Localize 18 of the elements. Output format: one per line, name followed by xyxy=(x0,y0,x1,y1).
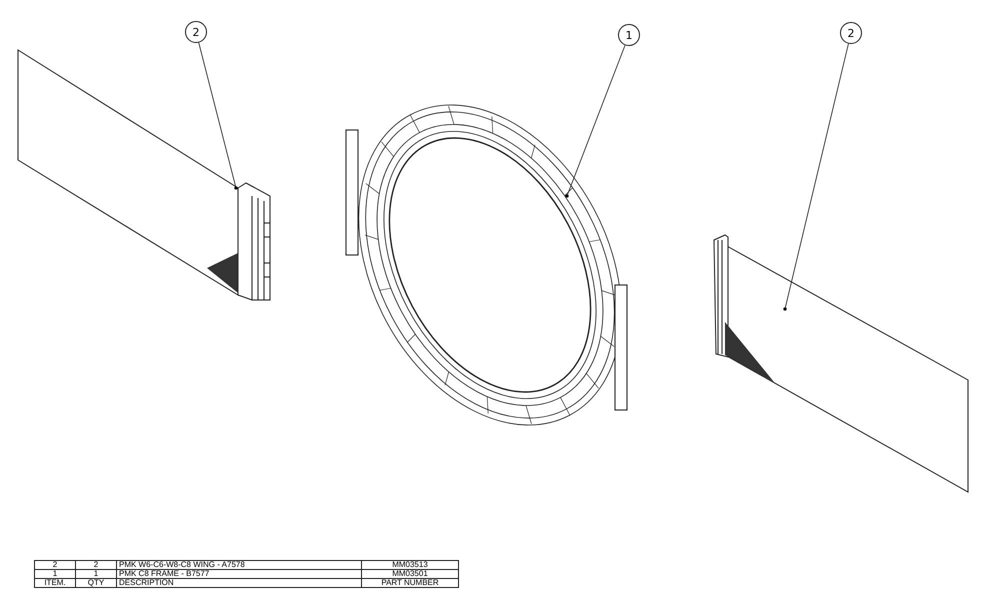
item-number-cell: ITEM. xyxy=(34,578,76,588)
leader-line xyxy=(198,42,238,190)
description-cell: PMK W6-C6-W8-C8 WING - A7578 xyxy=(116,560,362,570)
item-number-cell: 1 xyxy=(34,570,76,578)
callout-number: 2 xyxy=(840,22,862,44)
item-number-cell: 2 xyxy=(34,560,76,570)
part-number-cell: MM03513 xyxy=(362,560,458,570)
part-number-cell: MM03501 xyxy=(362,570,458,578)
part-number-cell: PART NUMBER xyxy=(362,578,458,588)
description-cell: PMK C8 FRAME - B7577 xyxy=(116,570,362,578)
leader-line xyxy=(783,43,849,311)
callout-number: 2 xyxy=(185,21,207,43)
quantity-cell: 2 xyxy=(76,560,116,570)
quantity-cell: 1 xyxy=(76,570,116,578)
description-cell: DESCRIPTION xyxy=(116,578,362,588)
callout-number: 1 xyxy=(618,24,640,46)
quantity-cell: QTY xyxy=(76,578,116,588)
leader-line xyxy=(565,44,626,198)
